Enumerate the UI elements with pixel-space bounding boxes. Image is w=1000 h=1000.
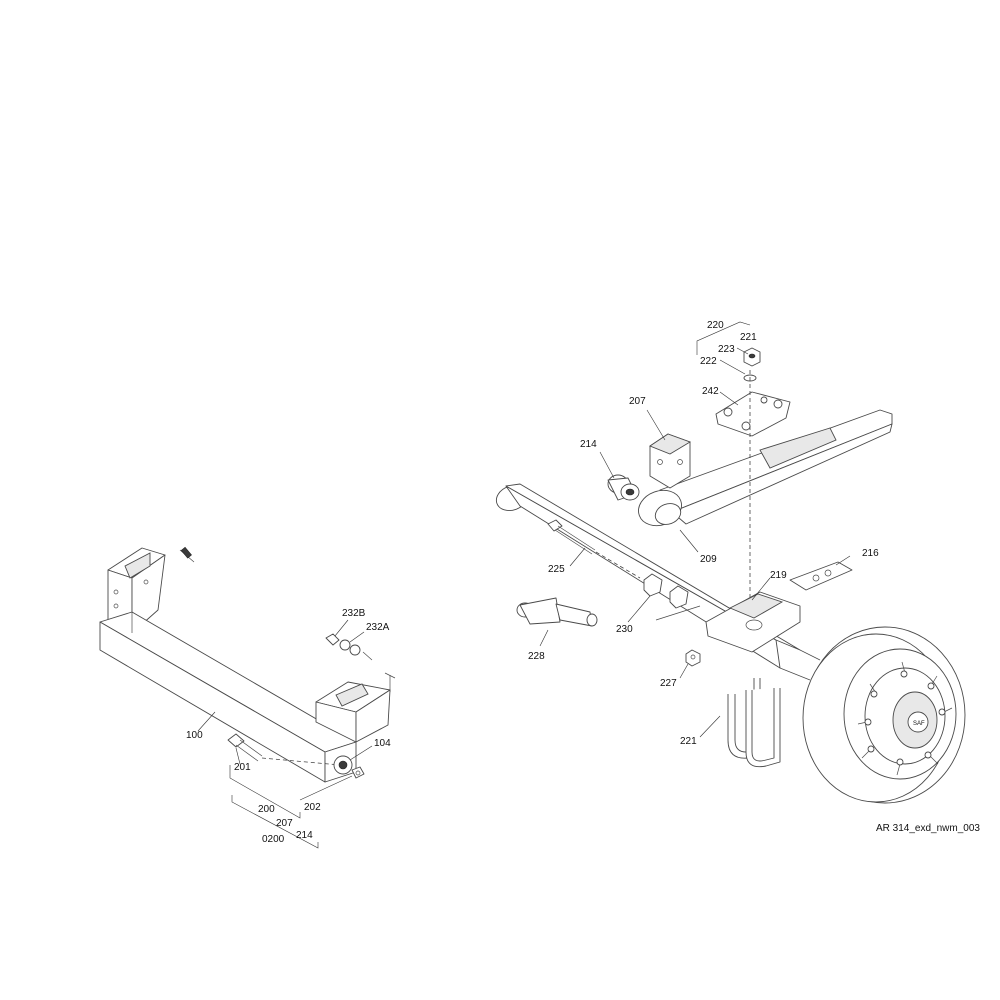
label-223: 223: [718, 344, 735, 355]
label-219: 219: [770, 570, 787, 581]
label-216: 216: [862, 548, 879, 559]
nut-202: [351, 766, 365, 779]
bushes-230: [643, 573, 701, 621]
shock-absorber-228: [516, 597, 598, 627]
label-207-left: 207: [276, 818, 293, 829]
hub-brand-text: SAF: [913, 721, 925, 727]
label-225: 225: [548, 564, 565, 575]
label-104: 104: [374, 738, 391, 749]
label-227: 227: [660, 678, 677, 689]
label-232a: 232A: [366, 622, 390, 633]
hanger-bracket-100: [99, 546, 396, 783]
washers-232: [325, 633, 373, 661]
label-214-right: 214: [580, 439, 597, 450]
label-221-bottom: 221: [680, 736, 697, 747]
leader-lines: [197, 321, 851, 849]
u-bolts-221: [727, 678, 781, 768]
label-207-right: 207: [629, 396, 646, 407]
label-214-left: 214: [296, 830, 313, 841]
bolt-201: [227, 733, 341, 766]
label-222: 222: [700, 356, 717, 367]
label-100: 100: [186, 730, 203, 741]
label-202: 202: [304, 802, 321, 813]
bolt-225: [547, 519, 641, 579]
top-plate-242: [715, 391, 791, 437]
bush-214: [607, 474, 640, 501]
label-220: 220: [707, 320, 724, 331]
label-228: 228: [528, 651, 545, 662]
bush-104: [333, 755, 353, 775]
label-242: 242: [702, 386, 719, 397]
label-230: 230: [616, 624, 633, 635]
plate-216: [789, 561, 853, 591]
nut-227: [685, 649, 701, 667]
drawing-id: AR 314_exd_nwm_003: [876, 823, 980, 834]
brake-drum-hub: SAF: [802, 626, 966, 804]
spring-seat-219: [705, 591, 801, 653]
label-0200: 0200: [262, 834, 285, 845]
leaf-spring-209: [638, 409, 893, 527]
label-221-top: 221: [740, 332, 757, 343]
part-labels: 220 221 223 222 242 207 214 209 225 219 …: [186, 320, 980, 845]
label-209: 209: [700, 554, 717, 565]
spring-hanger-207: [649, 433, 692, 489]
label-232b: 232B: [342, 608, 366, 619]
label-201: 201: [234, 762, 251, 773]
label-200: 200: [258, 804, 275, 815]
